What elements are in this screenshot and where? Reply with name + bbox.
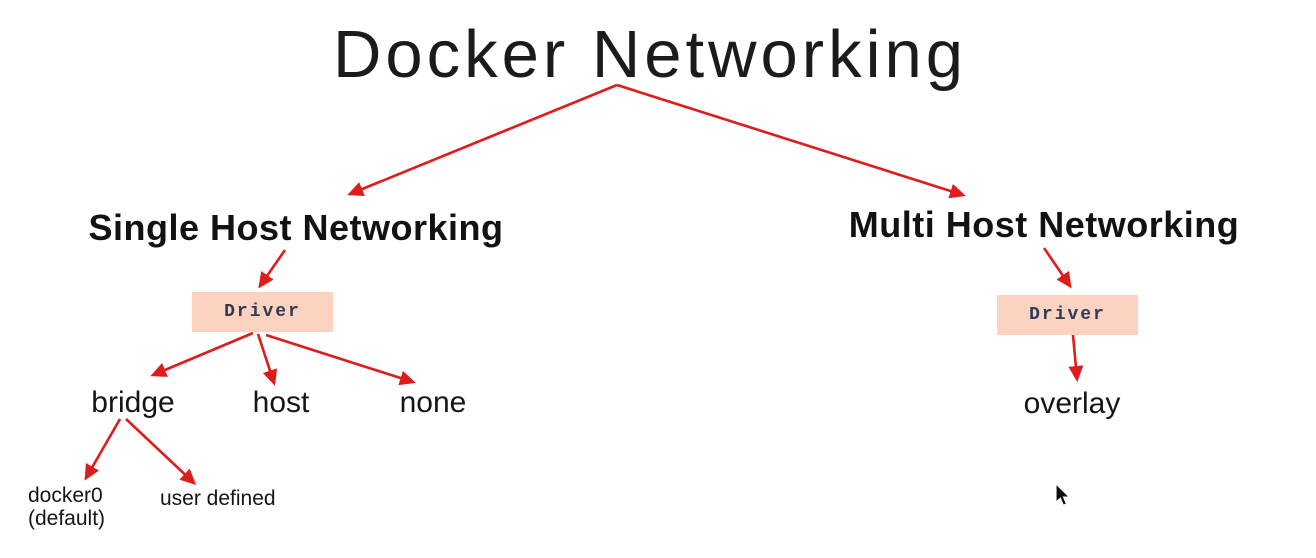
diagram-title: Docker Networking <box>333 17 967 92</box>
multi-host-heading: Multi Host Networking <box>848 204 1240 245</box>
arrow-driver-to-bridge <box>150 331 254 377</box>
leaf-docker0-line2: (default) <box>28 507 106 530</box>
driver-box-single-host: Driver <box>192 292 333 332</box>
arrow-single-host-to-driver <box>258 249 287 289</box>
leaf-user-defined: user defined <box>160 487 276 510</box>
node-overlay: overlay <box>1023 387 1121 420</box>
node-none: none <box>399 386 467 419</box>
arrow-title-to-multi-host <box>616 83 966 199</box>
driver-box-multi-host: Driver <box>997 295 1138 335</box>
arrow-driver-to-none <box>265 333 416 386</box>
mouse-cursor-icon <box>1055 483 1071 506</box>
node-bridge: bridge <box>91 386 175 419</box>
node-host: host <box>252 386 310 419</box>
single-host-heading: Single Host Networking <box>88 207 504 248</box>
arrow-driver-to-host <box>256 333 278 386</box>
arrow-bridge-to-user-defined <box>125 418 197 486</box>
leaf-docker0: docker0 (default) <box>28 484 105 530</box>
arrow-multi-host-to-driver <box>1042 247 1072 289</box>
arrow-title-to-single-host <box>347 83 618 197</box>
leaf-docker0-line1: docker0 <box>28 484 103 507</box>
arrow-bridge-to-docker0 <box>84 418 122 481</box>
arrow-driver-to-overlay <box>1068 334 1084 382</box>
